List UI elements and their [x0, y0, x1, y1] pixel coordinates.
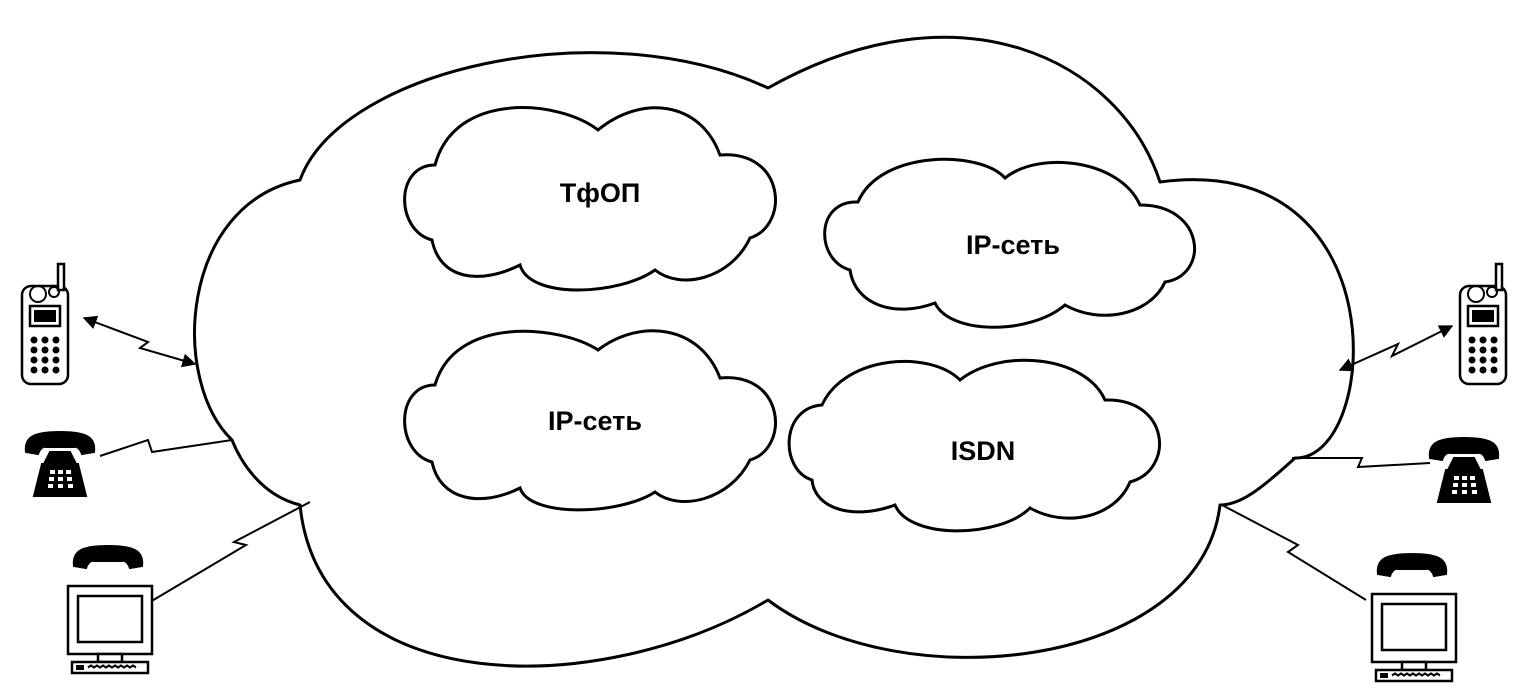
network-cloud-outline	[193, 35, 1355, 668]
ip-network-label-top: IP-сеть	[966, 230, 1060, 260]
isdn-label: ISDN	[951, 436, 1016, 466]
right-mobile-link	[1338, 325, 1454, 372]
left-computer-link	[149, 501, 311, 603]
left-mobile-phone-icon	[20, 262, 70, 386]
pstn-cloud: ТфОП	[403, 106, 777, 292]
right-computer-link	[1221, 504, 1367, 601]
right-mobile-phone-icon	[1458, 262, 1508, 386]
right-desk-phone-icon	[1428, 437, 1500, 503]
pstn-label: ТфОП	[560, 178, 641, 208]
right-desk-phone-link	[1292, 457, 1431, 469]
right-computer-icon	[1370, 552, 1458, 683]
left-computer-icon	[66, 544, 154, 675]
left-mobile-link	[82, 315, 197, 368]
ip-network-label-bottom: IP-сеть	[548, 406, 642, 436]
isdn-cloud: ISDN	[787, 358, 1162, 533]
ip-network-cloud-bottom: IP-сеть	[403, 329, 777, 512]
left-desk-phone-link	[99, 438, 233, 457]
left-desk-phone-icon	[24, 431, 96, 497]
ip-network-cloud-top: IP-сеть	[823, 157, 1197, 329]
